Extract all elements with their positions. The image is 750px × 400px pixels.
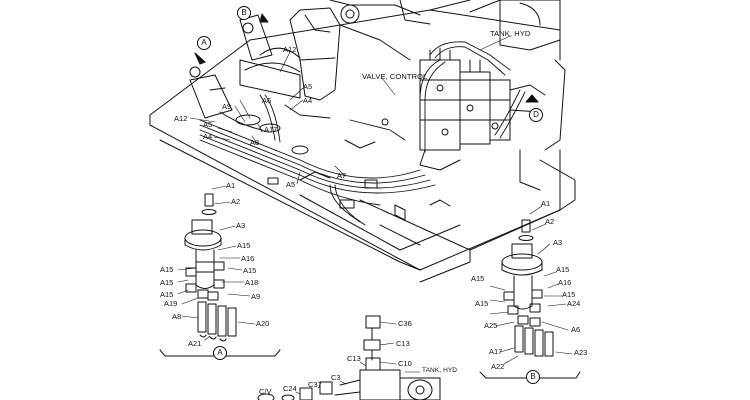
detail-b-leaders xyxy=(490,206,572,364)
detail-a-leaders xyxy=(178,186,255,340)
view-d-marker: D xyxy=(529,108,543,122)
detail-a-label-a3: A3 xyxy=(236,221,246,230)
detail-b-label-a23: A23 xyxy=(574,348,588,357)
detail-c-label-c10: C10 xyxy=(398,359,412,368)
detail-a-marker: A xyxy=(213,346,227,360)
detail-a-label-a2: A2 xyxy=(231,197,241,206)
detail-b-marker: B xyxy=(526,370,540,384)
detail-b-label-a6: A6 xyxy=(571,325,581,334)
detail-c-label-c13-2: C13 xyxy=(347,354,361,363)
detail-b-label-a15-2: A15 xyxy=(471,274,485,283)
detail-c-label-c36: C36 xyxy=(398,319,412,328)
detail-b-label-a3: A3 xyxy=(553,238,563,247)
valve-control-title: VALVE, CONTROL xyxy=(362,72,428,81)
detail-a-label-a9: A9 xyxy=(251,292,261,301)
detail-c-label-cv: C/V xyxy=(259,387,272,396)
label-a12-top: A12 xyxy=(283,45,297,54)
main-leader-lines xyxy=(190,36,510,184)
detail-b-label-a2: A2 xyxy=(545,217,555,226)
detail-c-label-c3: C3 xyxy=(331,373,341,382)
view-arrows xyxy=(195,14,538,102)
control-valve-block xyxy=(420,48,545,170)
detail-b-label-a15-3: A15 xyxy=(562,290,576,299)
detail-b-label-a24: A24 xyxy=(567,299,581,308)
detail-a-label-a15-1: A15 xyxy=(237,241,251,250)
detail-a-label-a15-2: A15 xyxy=(160,265,174,274)
detail-c-leaders xyxy=(296,322,420,394)
detail-a-label-a8: A8 xyxy=(172,312,182,321)
label-a8: A8 xyxy=(250,138,260,147)
label-a6: A6 xyxy=(262,96,272,105)
detail-c-label-c37: C37 xyxy=(308,380,322,389)
detail-c-label-c24: C24 xyxy=(283,384,297,393)
detail-b-label-a1: A1 xyxy=(541,199,551,208)
upper-frame xyxy=(150,0,575,282)
label-a9: A9 xyxy=(222,102,232,111)
detail-b-label-a16: A16 xyxy=(558,278,572,287)
detail-a-label-a19: A19 xyxy=(164,299,178,308)
detail-a-label-a20: A20 xyxy=(256,319,270,328)
detail-a-label-a15-3: A15 xyxy=(243,266,257,275)
label-a4-right: A4 xyxy=(303,96,313,105)
label-a5-left: A5 xyxy=(203,120,213,129)
detail-b-label-a17: A17 xyxy=(489,347,503,356)
lower-fittings xyxy=(268,119,388,208)
view-b-marker: B xyxy=(237,6,251,20)
detail-b-label-a25: A25 xyxy=(484,321,498,330)
detail-b-label-a15-1: A15 xyxy=(556,265,570,274)
hose-bundle xyxy=(200,42,525,225)
label-a5-bottom: A5 xyxy=(286,180,296,189)
view-a-marker: A xyxy=(197,36,211,50)
label-a17: A17 xyxy=(264,125,278,134)
detail-b-label-a22: A22 xyxy=(491,362,505,371)
label-a5-right: A5 xyxy=(303,82,313,91)
label-a4-left: A4 xyxy=(203,132,213,141)
detail-a-drawing xyxy=(160,194,280,356)
detail-b-label-a15-4: A15 xyxy=(475,299,489,308)
label-a12-left: A12 xyxy=(174,114,188,123)
detail-c-label-c13-1: C13 xyxy=(396,339,410,348)
tank-outline xyxy=(470,0,565,150)
boom-mast xyxy=(245,0,430,118)
detail-a-label-a16: A16 xyxy=(241,254,255,263)
detail-a-label-a15-5: A15 xyxy=(160,290,174,299)
detail-a-label-a18: A18 xyxy=(245,278,259,287)
label-a7: A7 xyxy=(337,171,347,180)
tank-hyd-title: TANK, HYD xyxy=(490,29,531,38)
detail-a-label-a1: A1 xyxy=(226,181,236,190)
detail-a-label-a15-4: A15 xyxy=(160,278,174,287)
detail-b-drawing xyxy=(480,220,580,378)
detail-a-label-a21: A21 xyxy=(188,339,202,348)
detail-c-tank-title: TANK, HYD xyxy=(422,367,458,374)
